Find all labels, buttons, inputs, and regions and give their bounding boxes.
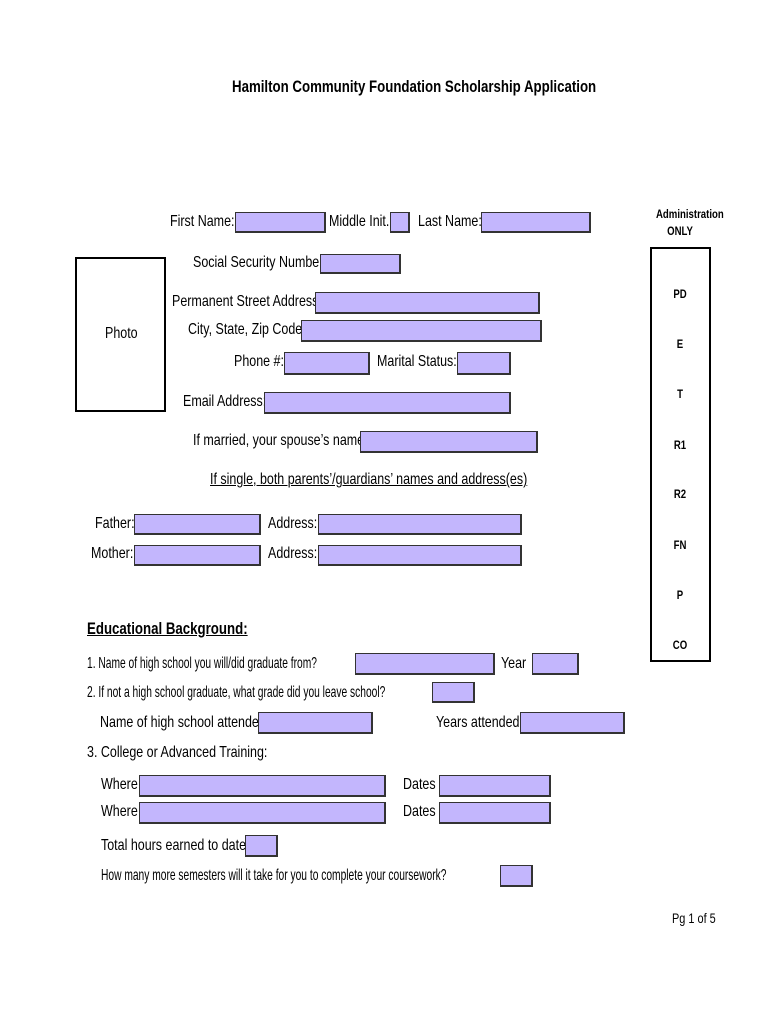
- middle-init-label: Middle Init.: [329, 213, 390, 230]
- admin-code: PD: [673, 287, 687, 301]
- admin-code: P: [676, 588, 684, 602]
- ssn-field[interactable]: [320, 254, 401, 274]
- admin-code: R2: [673, 487, 687, 501]
- total-hours-field[interactable]: [245, 835, 278, 857]
- q1-label: 1. Name of high school you will/did grad…: [87, 655, 317, 672]
- last-name-field[interactable]: [481, 212, 591, 233]
- admin-heading: Administration: [656, 207, 724, 221]
- father-address-label: Address:: [268, 515, 318, 532]
- semesters-label: How many more semesters will it take for…: [101, 867, 447, 884]
- hs-year-field[interactable]: [532, 653, 579, 675]
- phone-field[interactable]: [284, 352, 370, 375]
- single-note: If single, both parents’/guardians’ name…: [210, 471, 528, 488]
- hs-name-field[interactable]: [355, 653, 495, 675]
- grade-left-field[interactable]: [432, 682, 475, 703]
- street-label: Permanent Street Address:: [172, 293, 322, 310]
- mother-address-label: Address:: [268, 545, 318, 562]
- year-label: Year: [501, 655, 527, 672]
- first-name-label: First Name:: [170, 213, 235, 230]
- marital-field[interactable]: [457, 352, 511, 375]
- dates1-label: Dates: [403, 776, 436, 793]
- first-name-field[interactable]: [235, 212, 326, 233]
- mother-address-field[interactable]: [318, 545, 522, 566]
- hs-attended-label: Name of high school attended: [100, 714, 266, 731]
- mother-field[interactable]: [134, 545, 261, 566]
- marital-label: Marital Status:: [377, 353, 457, 370]
- middle-init-field[interactable]: [390, 212, 410, 233]
- mother-label: Mother:: [91, 545, 134, 562]
- dates2-field[interactable]: [439, 802, 551, 824]
- photo-box: [75, 257, 166, 412]
- page-number: Pg 1 of 5: [672, 910, 716, 926]
- dates1-field[interactable]: [439, 775, 551, 797]
- spouse-label: If married, your spouse’s name:: [193, 432, 368, 449]
- admin-code: T: [677, 387, 683, 401]
- admin-heading-only: ONLY: [667, 224, 693, 238]
- hs-attended-field[interactable]: [258, 712, 373, 734]
- years-attended-field[interactable]: [520, 712, 625, 734]
- email-label: Email Address:: [183, 393, 267, 410]
- ssn-label: Social Security Number:: [193, 254, 327, 271]
- admin-code: E: [676, 337, 684, 351]
- q3-label: 3. College or Advanced Training:: [87, 744, 268, 761]
- where1-label: Where: [101, 776, 138, 793]
- total-hours-label: Total hours earned to date:: [101, 837, 250, 854]
- city-field[interactable]: [301, 320, 542, 342]
- page-title: Hamilton Community Foundation Scholarshi…: [232, 77, 597, 96]
- spouse-field[interactable]: [360, 431, 538, 453]
- where1-field[interactable]: [139, 775, 386, 797]
- email-field[interactable]: [264, 392, 511, 414]
- admin-code: CO: [672, 638, 688, 652]
- admin-code: FN: [673, 538, 687, 552]
- q2-label: 2. If not a high school graduate, what g…: [87, 684, 386, 701]
- father-field[interactable]: [134, 514, 261, 535]
- father-address-field[interactable]: [318, 514, 522, 535]
- last-name-label: Last Name:: [418, 213, 482, 230]
- photo-label: Photo: [105, 325, 138, 342]
- admin-code: R1: [673, 438, 687, 452]
- education-heading: Educational Background:: [87, 619, 248, 638]
- street-field[interactable]: [315, 292, 540, 314]
- where2-field[interactable]: [139, 802, 386, 824]
- phone-label: Phone #:: [234, 353, 284, 370]
- father-label: Father:: [95, 515, 135, 532]
- where2-label: Where: [101, 803, 138, 820]
- admin-box: [650, 247, 711, 662]
- city-label: City, State, Zip Code:: [188, 321, 306, 338]
- years-attended-label: Years attended: [436, 714, 520, 731]
- semesters-field[interactable]: [500, 865, 533, 887]
- dates2-label: Dates: [403, 803, 436, 820]
